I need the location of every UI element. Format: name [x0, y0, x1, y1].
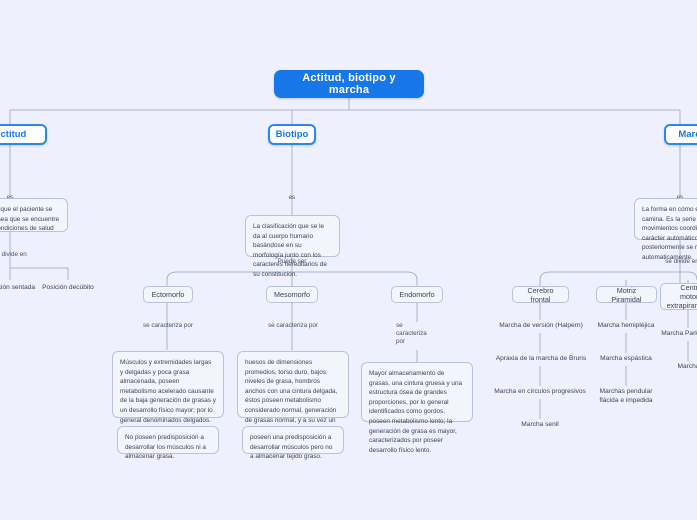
leaf-marcha-circulos-progresivos-label: Marcha en círculos progresivos — [494, 388, 586, 396]
leaf-marcha-de-version-label: Marcha de versión (Halpern) — [499, 322, 583, 330]
edge-label-ectomorfo: se caracteriza por — [142, 322, 194, 329]
leaf-marcha-parkinsoniana-label: Marcha Parkinsoniana — [661, 330, 697, 338]
root-label: Actitud, biotipo y marcha — [302, 72, 396, 96]
leaf-posicion-decubito[interactable]: Posición decúbito — [31, 281, 105, 295]
branch-label-marcha: Marcha — [678, 129, 697, 140]
node-endomorfo-label: Endomorfo — [399, 290, 435, 299]
definition-biotipo[interactable]: La clasificación que se le da al cuerpo … — [245, 215, 340, 278]
note-ectomorfo-text: No poseen predisposición a desarrollar l… — [125, 434, 206, 461]
node-cerebro-frontal-label: Cerebro frontal — [527, 285, 554, 304]
node-endomorfo[interactable]: Endomorfo — [391, 286, 443, 303]
definition-biotipo-text: La clasificación que se le da al cuerpo … — [253, 223, 327, 279]
note-ectomorfo[interactable]: No poseen predisposición a desarrollar l… — [117, 426, 219, 460]
node-motriz-piramidal-label: Motriz Piramidal — [611, 285, 642, 304]
leaf-posicion-sentada[interactable]: Posición sentada — [0, 281, 47, 295]
leaf-posicion-decubito-label: Posición decúbito — [42, 283, 94, 291]
edge-label-actitud-divide: se divide en — [1, 251, 27, 258]
description-ectomorfo-text: Músculos y extremidades largas y delgada… — [120, 359, 216, 424]
node-ectomorfo-label: Ectomorfo — [151, 290, 185, 299]
branch-label-biotipo: Biotipo — [275, 129, 309, 140]
description-ectomorfo[interactable]: Músculos y extremidades largas y delgada… — [112, 351, 224, 424]
branch-node-biotipo[interactable]: Biotipo — [268, 124, 316, 145]
edge-label-endomorfo: se caracteriza por — [396, 322, 427, 346]
note-mesomorfo[interactable]: poseen una predisposición a desarrollar … — [242, 426, 344, 460]
leaf-marchas-pendular-label: Marchas pendular flácida e impedida — [599, 388, 653, 404]
definition-marcha[interactable]: La forma en cómo el ser humano camina. E… — [634, 198, 697, 261]
edge-label-marcha-es: es — [660, 194, 697, 202]
root-node[interactable]: Actitud, biotipo y marcha — [274, 70, 424, 98]
description-endomorfo[interactable]: Mayor almacenamiento de grasas, una cint… — [361, 362, 473, 454]
leaf-marchas-pendular[interactable]: Marchas pendular flácida e impedida — [583, 386, 669, 408]
node-centros-extrapiramidales[interactable]: Centros motores extrapiramidales — [660, 283, 697, 310]
definition-marcha-text: La forma en cómo el ser humano camina. E… — [642, 206, 697, 262]
note-mesomorfo-text: poseen una predisposición a desarrollar … — [250, 434, 333, 461]
definition-actitud[interactable]: Postura en la que el paciente se mantien… — [0, 198, 68, 232]
leaf-marcha-senil[interactable]: Marcha senil — [500, 419, 580, 432]
leaf-marcha-hemiplejica[interactable]: Marcha hemipléjica — [583, 320, 669, 333]
node-cerebro-frontal[interactable]: Cerebro frontal — [512, 285, 569, 304]
description-endomorfo-text: Mayor almacenamiento de grasas, una cint… — [369, 370, 463, 454]
branch-label-actitud: Actitud — [0, 129, 27, 140]
leaf-marcha-de-version[interactable]: Marcha de versión (Halpern) — [490, 320, 592, 333]
description-mesomorfo[interactable]: huesos de dimensiones promedios, torso d… — [237, 351, 349, 443]
branch-node-actitud[interactable]: Actitud — [0, 124, 47, 145]
leaf-marcha-senil-label: Marcha senil — [521, 421, 559, 429]
node-centros-extrapiramidales-label: Centros motores extrapiramidales — [666, 283, 697, 310]
leaf-marcha-circulos-progresivos[interactable]: Marcha en círculos progresivos — [487, 386, 593, 399]
leaf-posicion-sentada-label: Posición sentada — [0, 283, 36, 291]
node-mesomorfo-label: Mesomorfo — [274, 290, 310, 299]
node-motriz-piramidal[interactable]: Motriz Piramidal — [596, 285, 657, 304]
edge-label-biotipo-puede-ser: Puede ser — [277, 258, 307, 265]
edge-label-marcha-divide: se divide en — [665, 258, 697, 265]
node-mesomorfo[interactable]: Mesomorfo — [266, 286, 318, 303]
edge-label-actitud-es: es — [0, 194, 32, 202]
leaf-marcha-coreica-label: Marcha coreica — [677, 363, 697, 371]
leaf-marcha-hemiplejica-label: Marcha hemipléjica — [597, 322, 655, 330]
edge-label-biotipo-es: es — [288, 194, 296, 201]
leaf-apraxia-bruns-label: Apraxia de la marcha de Bruns — [495, 355, 587, 363]
edge-label-mesomorfo: se caracteriza por — [267, 322, 319, 329]
node-ectomorfo[interactable]: Ectomorfo — [143, 286, 193, 303]
leaf-marcha-parkinsoniana[interactable]: Marcha Parkinsoniana — [648, 328, 697, 341]
leaf-marcha-espastica[interactable]: Marcha espástica — [583, 353, 669, 366]
branch-node-marcha[interactable]: Marcha — [664, 124, 697, 145]
leaf-apraxia-bruns[interactable]: Apraxia de la marcha de Bruns — [490, 353, 592, 366]
definition-actitud-text: Postura en la que el paciente se mantien… — [0, 206, 60, 233]
leaf-marcha-coreica[interactable]: Marcha coreica — [660, 361, 697, 374]
leaf-marcha-espastica-label: Marcha espástica — [600, 355, 652, 363]
